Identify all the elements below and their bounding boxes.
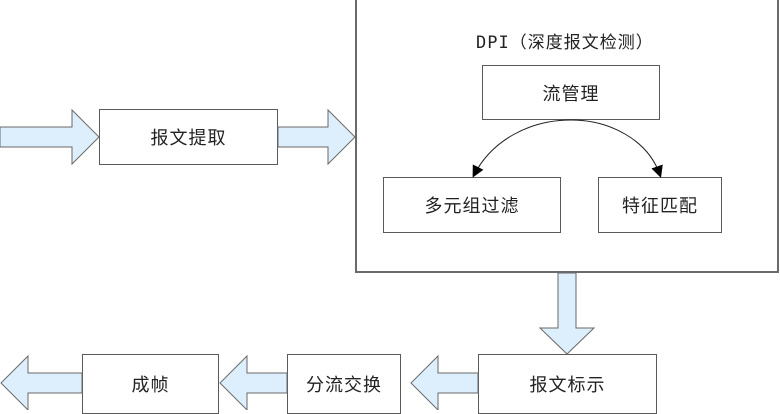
flow-management-box: 流管理	[482, 65, 660, 120]
flow-to-filter-arrow-icon	[472, 119, 572, 178]
flow-to-signature-arrow-icon	[570, 119, 663, 178]
marking-to-switching-arrow-icon	[410, 354, 479, 410]
dpi-to-marking-arrow-icon	[538, 272, 596, 355]
dpi-title: DPI（深度报文检测）	[476, 33, 654, 53]
tuple-filtering-box: 多元组过滤	[383, 177, 561, 233]
framing-box: 成帧	[82, 354, 219, 414]
packet-extraction-box: 报文提取	[99, 109, 278, 165]
output-arrow-icon	[0, 354, 83, 410]
signature-matching-box: 特征匹配	[598, 177, 722, 233]
input-arrow-icon	[0, 108, 100, 166]
extraction-to-dpi-arrow-icon	[277, 108, 356, 166]
flow-switching-box: 分流交换	[287, 354, 401, 414]
switching-to-framing-arrow-icon	[219, 354, 288, 410]
